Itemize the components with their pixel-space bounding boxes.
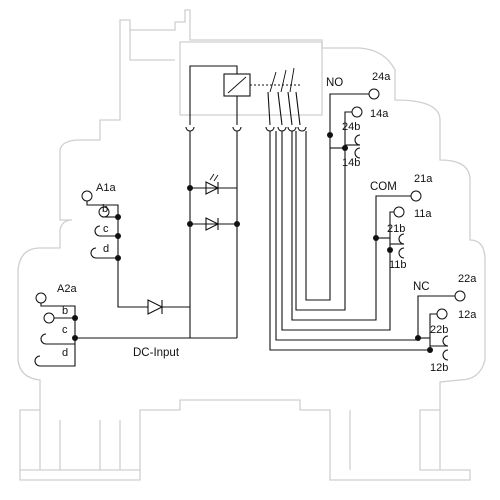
terminal-22a[interactable] [454,290,466,302]
label-22a: 22a [458,273,477,285]
terminal-12a[interactable] [436,308,448,320]
terminal-a2a[interactable] [35,292,47,304]
terminal-block-a2: A2a b c d DC-Input [34,283,180,367]
input-circuit [75,131,240,339]
terminal-block-no: NO 24a 14a 24b 14b [326,71,391,169]
relay-coil [189,65,300,125]
terminal-14a[interactable] [351,106,363,118]
label-a2a: A2a [57,283,77,295]
relay-housing-outline [17,9,486,481]
label-a1b: b [102,203,108,215]
terminal-block-a1: A1a b c d [81,182,121,261]
label-24a: 24a [372,71,391,83]
label-14b: 14b [342,157,360,169]
label-22b: 22b [430,324,448,336]
label-14a: 14a [370,108,389,120]
label-a1a: A1a [96,182,116,194]
label-a1d: d [103,243,109,255]
label-24b: 24b [342,121,360,133]
label-a2d: d [62,347,68,359]
label-a2c: c [62,324,68,336]
internal-connectors [185,126,307,132]
terminal-a2b[interactable] [43,312,55,324]
terminal-block-com: COM 21a 11a 21b 11b [370,173,433,271]
dc-input-label: DC-Input [133,347,180,359]
label-12b: 12b [430,362,448,374]
label-11a: 11a [414,208,432,220]
terminal-block-nc: NC 22a 12a 22b 12b [413,273,477,374]
label-no: NO [326,77,343,89]
contact-switches [267,67,301,126]
label-12a: 12a [458,309,477,321]
label-com: COM [370,181,397,193]
label-21b: 21b [387,223,405,235]
contact-wiring [269,131,430,351]
terminal-24a[interactable] [368,88,380,100]
terminal-11a[interactable] [393,206,405,218]
label-11b: 11b [389,259,407,271]
terminal-21a[interactable] [410,190,422,202]
label-21a: 21a [414,173,433,185]
label-nc: NC [413,281,430,293]
label-a1c: c [103,223,109,235]
terminal-a1a[interactable] [81,190,93,202]
label-a2b: b [62,305,68,317]
